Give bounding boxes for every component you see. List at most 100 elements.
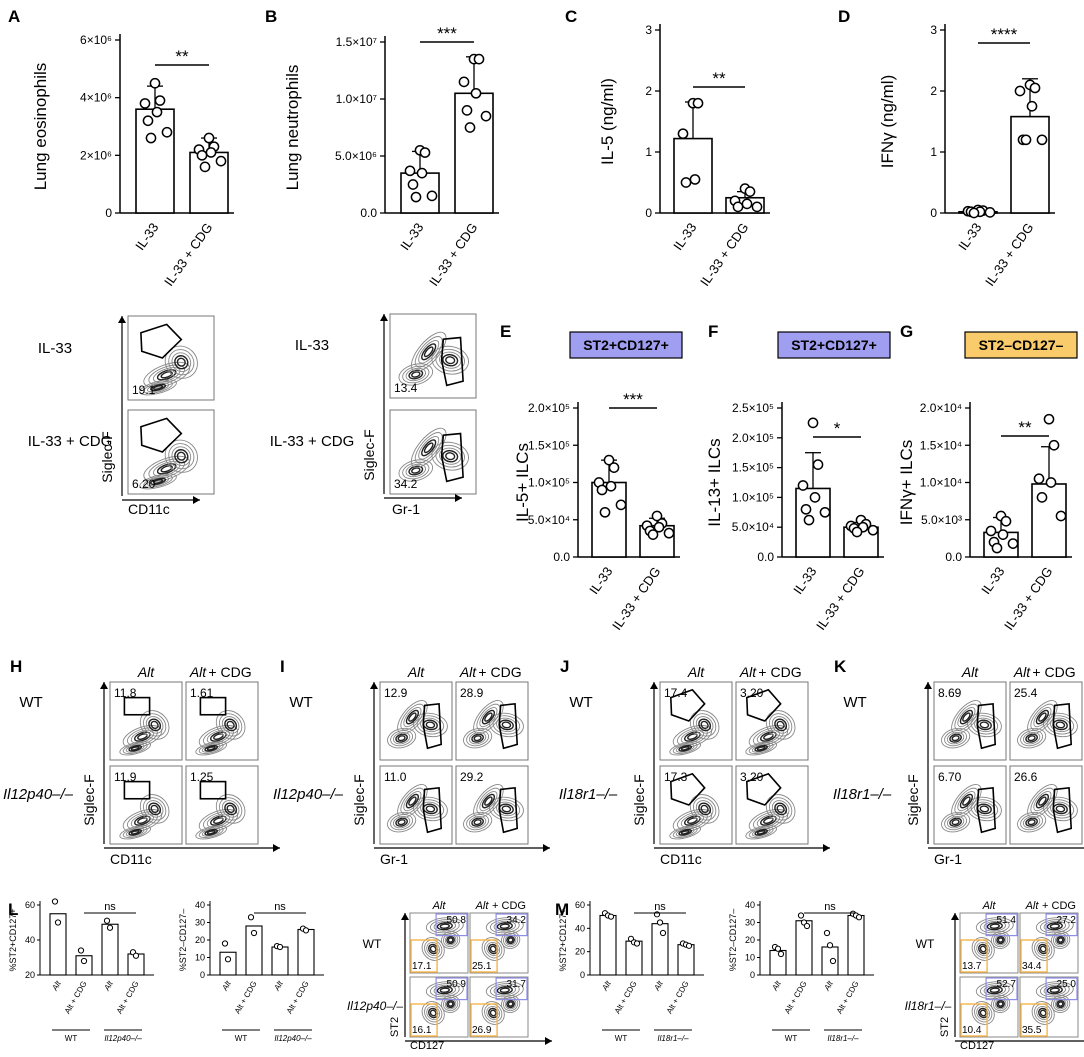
gate-frequency: 6.20 [132,477,156,491]
data-point [851,526,863,538]
x-group-label: Alt [220,979,233,993]
facs-plot [1009,681,1083,761]
header-label: ST2+CD127+ [583,337,669,353]
chart-M1 [587,901,704,1031]
contour-plot [463,784,524,833]
column-label: + CDG [208,664,251,680]
y-tick-label: 1.5×10⁴ [920,438,962,452]
contour-line [700,804,709,814]
facs-quadrant-plot [959,976,1019,1038]
chart-A [115,34,234,214]
facs-plot [379,681,453,761]
contour-line [986,986,1003,995]
arrowhead [380,314,388,321]
contour-line [414,336,443,368]
gate-st2neg [410,939,438,973]
y-axis-label: Lung eosinophils [31,63,50,191]
contour-line [678,744,693,752]
contour-line [974,1003,993,1023]
row-label: IL-33 [38,340,72,357]
facs-M-axes [951,913,1084,1042]
contour-line [219,713,243,737]
facs-plot [455,765,529,845]
y-tick-label: 20 [195,935,205,945]
data-point [199,161,211,173]
data-point [151,106,163,118]
contour-line [1027,819,1036,826]
contour-line [403,791,422,812]
y-tick-label: 1.5×10⁷ [336,35,377,49]
quadrant-value-upper: 50.9 [447,979,467,990]
y-axis-label: Siglec-F [99,431,115,482]
contour-line [439,923,450,929]
bar [625,940,643,976]
column-label: Alt [475,900,490,912]
y-axis-label: %ST2+CD127+ [558,908,568,971]
contour-line [1049,987,1060,993]
facs-plot [735,765,809,845]
facs-plot [933,765,1007,845]
contour-line [390,730,414,747]
contour-line [405,793,420,809]
data-point [1026,100,1038,112]
data-point [685,942,693,949]
x-group-label: Alt + CDG [783,980,809,1016]
gate [440,432,464,483]
y-tick-label: 2 [645,84,652,98]
contour-line [776,804,785,814]
data-point [276,943,284,951]
contour-line [1039,1009,1047,1017]
contour-line [160,465,173,473]
bar [795,920,813,976]
contour-line [479,707,498,728]
contour-line [424,939,443,959]
data-point [599,506,611,518]
y-tick-label: 1 [930,145,937,159]
contour-line [974,939,993,959]
contour-line [122,826,148,838]
contour-line [198,826,224,838]
gate [123,780,151,800]
contour-line [496,986,513,995]
contour-line [156,369,177,381]
contour-line [466,730,490,747]
data-point [1036,134,1048,146]
data-point [419,147,431,158]
x-group-label: IL-33 [397,220,426,253]
y-axis-label: Siglec-F [631,774,647,825]
contour-line [447,1001,454,1007]
contour-line [408,712,417,722]
contour-line [176,357,186,367]
facs-axes-I [370,682,550,852]
data-point [1029,82,1041,94]
contour-line [745,825,778,840]
gate-st2neg [1020,939,1048,973]
contour-line [204,744,219,752]
quadrant-value-upper: 31.7 [507,979,527,990]
column-label: Alt [687,664,705,680]
data-point [302,927,310,934]
x-group-label: IL-33 + CDG [161,220,215,289]
x-group-label: Alt + CDG [285,980,311,1016]
contour-line [978,1007,989,1019]
data-point [819,506,831,518]
quadrant-value-lower: 34.4 [1022,961,1042,972]
gate [140,323,183,359]
x-group-label: Alt [102,979,115,993]
contour-line [224,802,238,816]
contour-line [219,797,243,821]
y-tick-label: 1.0×10⁵ [732,490,774,504]
facs-plot [185,765,259,845]
y-axis-label: IFNγ+ ILCs [897,440,916,526]
data-point [80,957,88,965]
x-group-label: IL-33 + CDG [982,220,1036,289]
chart-D [940,24,1055,219]
contour-line [174,449,189,464]
gate [1052,786,1073,834]
contour-line [206,745,216,751]
contour-line [410,427,447,468]
significance-stars: ** [175,47,189,66]
contour-line [748,808,789,833]
x-group-label: IL-33 [670,220,699,253]
